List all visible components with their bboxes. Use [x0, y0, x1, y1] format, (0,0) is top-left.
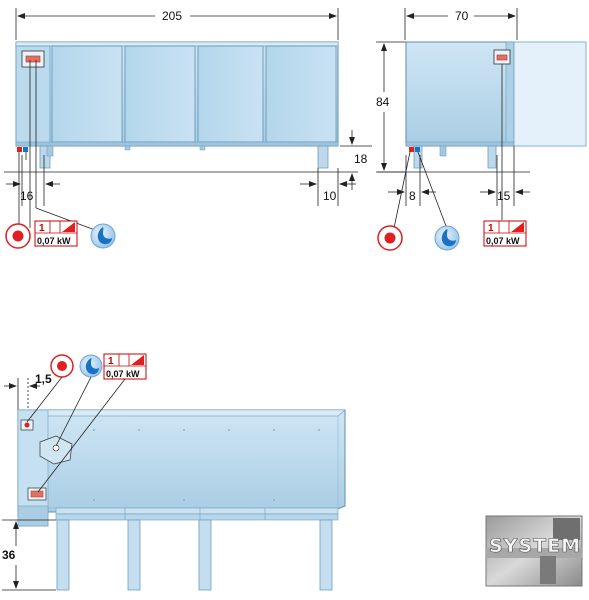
front-tag-count: 1: [39, 223, 45, 234]
front-leg-height-label: 18: [354, 152, 368, 166]
front-right-offset-label: 10: [323, 189, 337, 203]
side-water-drain-icon: [434, 225, 460, 251]
rear-water-drain-icon: [79, 354, 103, 378]
side-tag-power: 0,07 kW: [486, 236, 520, 246]
side-view: 70 84 8 15: [376, 8, 587, 251]
rear-tag-power: 0,07 kW: [106, 369, 140, 379]
front-door-4: [265, 45, 337, 143]
rear-power-rating-tag-icon: 1 0,07 kW: [103, 353, 147, 380]
front-door-2: [124, 45, 196, 143]
rear-view: 1 0,07 kW 1,5: [2, 353, 346, 591]
side-right-offset-label: 15: [497, 189, 511, 203]
front-left-offset-label: 16: [20, 189, 34, 203]
logo-text: SYSTEM: [489, 535, 581, 557]
rear-leg-height-label: 36: [2, 548, 16, 562]
front-door-1: [51, 45, 123, 143]
front-width-label: 205: [162, 9, 182, 23]
rear-electric-connection-icon: [50, 354, 74, 378]
front-electric-connection-icon: [5, 223, 31, 249]
front-view: 205 18 16: [4, 8, 372, 249]
front-power-rating-tag-icon: 1 0,07 kW: [34, 220, 78, 247]
rear-tag-count: 1: [108, 356, 114, 367]
side-left-offset-label: 8: [409, 189, 416, 203]
side-height-label: 84: [376, 95, 390, 109]
side-power-rating-tag-icon: 1 0,07 kW: [483, 220, 527, 247]
system-logo: SYSTEM: [485, 515, 583, 587]
front-door-3: [197, 45, 264, 143]
side-electric-connection-icon: [377, 225, 403, 251]
rear-offset-label: 1,5: [35, 372, 52, 386]
front-tag-power: 0,07 kW: [37, 236, 71, 246]
side-open-door: [513, 41, 587, 147]
front-water-drain-icon: [90, 223, 116, 249]
side-tag-count: 1: [488, 223, 494, 234]
side-depth-label: 70: [455, 9, 469, 23]
